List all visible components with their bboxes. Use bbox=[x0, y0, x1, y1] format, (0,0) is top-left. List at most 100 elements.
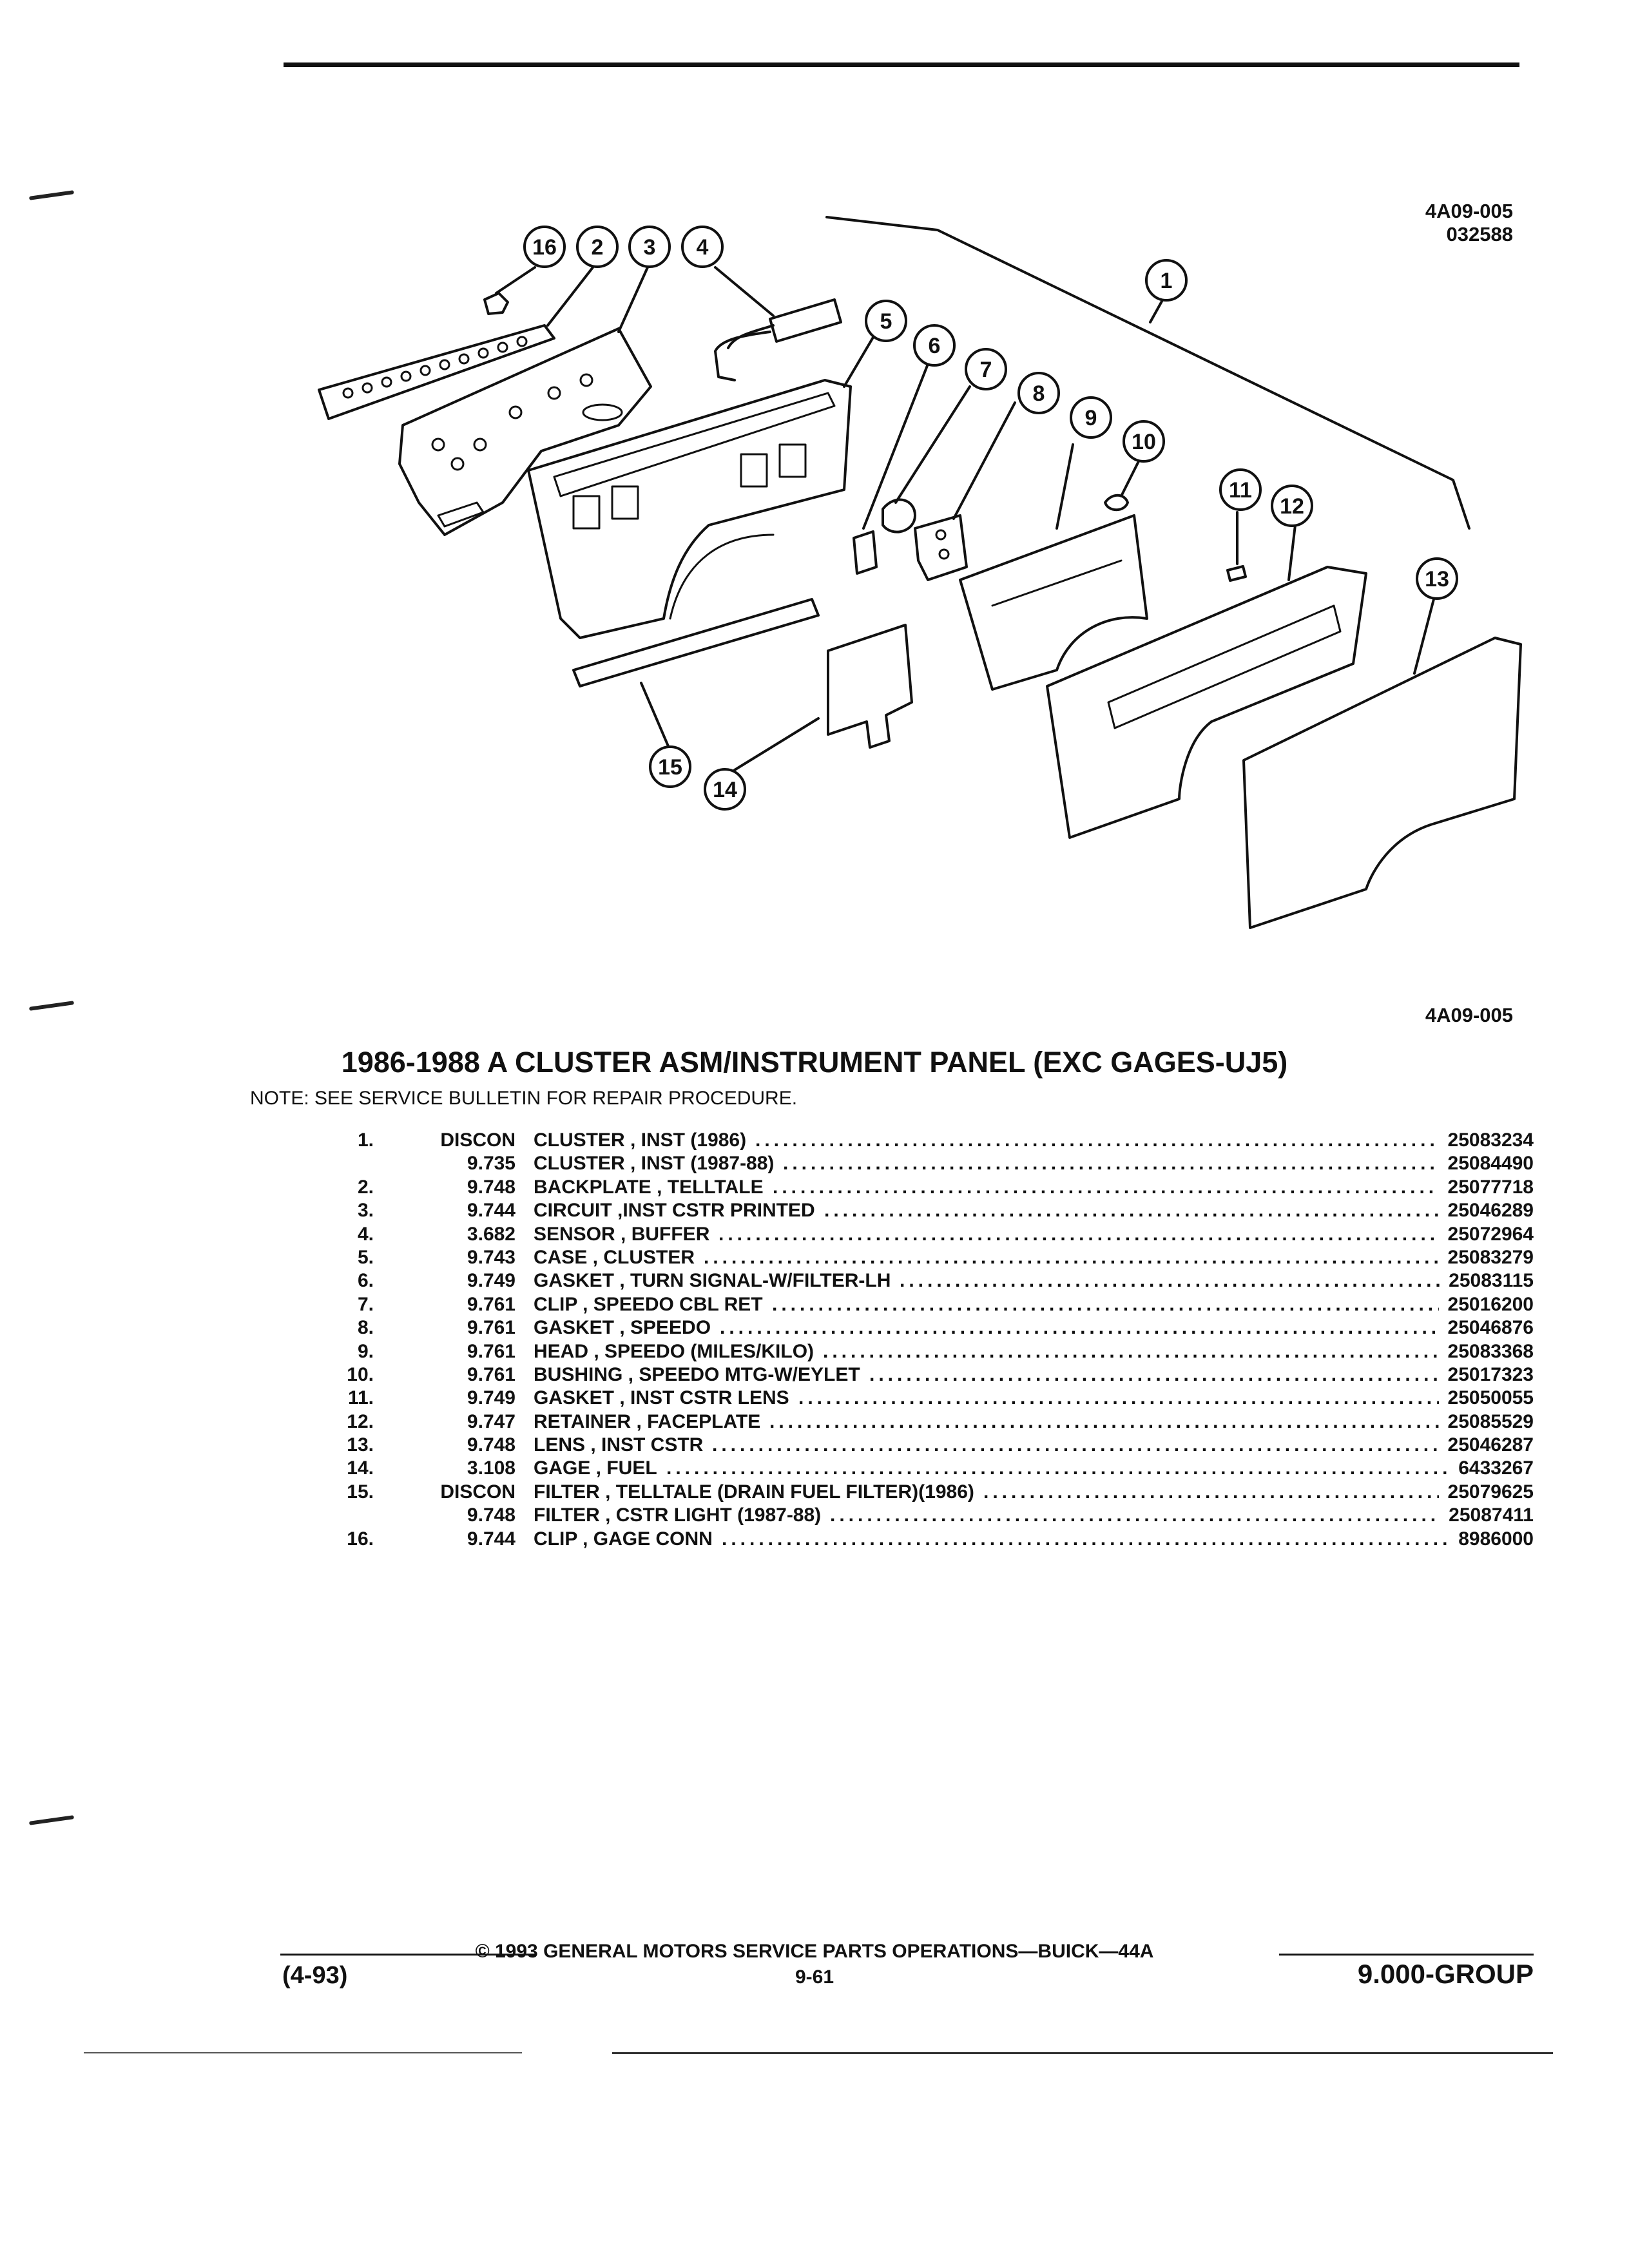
callout-8 bbox=[1017, 372, 1060, 414]
figure-ref-code: 4A09-005 bbox=[1425, 200, 1513, 222]
callout-3-label: 3 bbox=[644, 235, 656, 260]
part-group-code: 9.761 bbox=[467, 1317, 516, 1339]
callout-6-label: 6 bbox=[929, 334, 941, 358]
callout-13-label: 13 bbox=[1425, 567, 1449, 591]
part-number: 25077718 bbox=[1447, 1176, 1534, 1198]
part-description: BACKPLATE , TELLTALE bbox=[534, 1176, 764, 1198]
parts-row: 8. 9.761 GASKET , SPEEDO..................… bbox=[290, 1316, 1534, 1340]
part-number-index: 1. bbox=[357, 1129, 374, 1151]
part-description: CIRCUIT ,INST CSTR PRINTED bbox=[534, 1200, 815, 1222]
part-group-code: 9.735 bbox=[467, 1153, 516, 1175]
part-group-code: 9.743 bbox=[467, 1246, 516, 1268]
part-group-code: 9.761 bbox=[467, 1363, 516, 1385]
footer-page-number: 9-61 bbox=[795, 1966, 834, 1988]
callout-14-label: 14 bbox=[713, 778, 737, 802]
part-description: HEAD , SPEEDO (MILES/KILO) bbox=[534, 1340, 815, 1362]
callout-5-label: 5 bbox=[880, 309, 892, 334]
part-number-index: 14. bbox=[347, 1457, 374, 1479]
callout-9-label: 9 bbox=[1085, 406, 1097, 430]
part-description: FILTER , CSTR LIGHT (1987-88) bbox=[534, 1504, 822, 1526]
part-14-fuel-gage bbox=[827, 624, 913, 749]
part-description: LENS , INST CSTR bbox=[534, 1434, 704, 1456]
part-number: 25083279 bbox=[1447, 1246, 1534, 1268]
part-number: 25083115 bbox=[1449, 1270, 1534, 1292]
callout-4-label: 4 bbox=[697, 235, 709, 260]
top-rule bbox=[284, 62, 1519, 67]
part-4-sensor bbox=[769, 298, 842, 343]
part-group-code: 9.761 bbox=[467, 1340, 516, 1362]
part-number: 25050055 bbox=[1447, 1387, 1534, 1409]
repair-note: NOTE: SEE SERVICE BULLETIN FOR REPAIR PR… bbox=[250, 1088, 798, 1109]
exploded-parts-diagram: 16 2 3 4 1 5 6 7 8 9 10 11 12 13 15 14 bbox=[318, 216, 1522, 929]
part-group-code: 9.748 bbox=[467, 1176, 516, 1198]
part-number-index: 12. bbox=[347, 1410, 374, 1432]
dot-leader: ........................................… bbox=[823, 1340, 1439, 1362]
callout-5 bbox=[865, 300, 907, 342]
dot-leader: ........................................… bbox=[830, 1504, 1440, 1526]
figure-ref-top: 4A09-005 032588 bbox=[1425, 200, 1513, 246]
dot-leader: ........................................… bbox=[712, 1434, 1439, 1456]
callout-12 bbox=[1271, 485, 1313, 527]
callout-12-label: 12 bbox=[1280, 494, 1304, 519]
part-number-index: 6. bbox=[357, 1270, 374, 1292]
part-13-lens bbox=[1242, 637, 1522, 929]
part-number: 25016200 bbox=[1447, 1293, 1534, 1315]
dot-leader: ........................................… bbox=[720, 1317, 1439, 1339]
part-number-index: 11. bbox=[347, 1387, 374, 1409]
dot-leader: ........................................… bbox=[755, 1129, 1439, 1151]
part-description: RETAINER , FACEPLATE bbox=[534, 1410, 761, 1432]
dot-leader: ........................................… bbox=[769, 1410, 1439, 1432]
part-number-index: 4. bbox=[357, 1223, 374, 1245]
part-group-code: 9.748 bbox=[467, 1504, 516, 1526]
part-number-index: 3. bbox=[357, 1200, 374, 1222]
callout-2 bbox=[576, 226, 619, 268]
part-number: 25079625 bbox=[1447, 1481, 1534, 1503]
callout-4 bbox=[681, 226, 724, 268]
part-group-code: 9.744 bbox=[467, 1528, 516, 1550]
part-number: 25083368 bbox=[1447, 1340, 1534, 1362]
part-number-index: 10. bbox=[347, 1363, 374, 1385]
dot-leader: ........................................… bbox=[718, 1223, 1439, 1245]
part-description: CLUSTER , INST (1987-88) bbox=[534, 1153, 775, 1175]
part-group-code: DISCON bbox=[440, 1129, 516, 1151]
callout-6 bbox=[913, 324, 956, 367]
figure-ref-bottom: 4A09-005 bbox=[1425, 1004, 1513, 1027]
part-2-backplate bbox=[318, 324, 555, 420]
callout-1-label: 1 bbox=[1161, 269, 1173, 293]
part-group-code: 3.108 bbox=[467, 1457, 516, 1479]
dot-leader: ........................................… bbox=[666, 1457, 1449, 1479]
dot-leader: ........................................… bbox=[900, 1270, 1440, 1292]
callout-7 bbox=[965, 348, 1007, 390]
part-description: CLUSTER , INST (1986) bbox=[534, 1129, 747, 1151]
part-number: 25084490 bbox=[1447, 1153, 1534, 1175]
bottom-rule-right bbox=[612, 2052, 1553, 2054]
dot-leader: ........................................… bbox=[798, 1387, 1439, 1409]
part-number-index: 2. bbox=[357, 1176, 374, 1198]
part-group-code: 9.747 bbox=[467, 1410, 516, 1432]
callout-16 bbox=[523, 226, 566, 268]
dot-leader: ........................................… bbox=[869, 1363, 1439, 1385]
part-number: 25017323 bbox=[1447, 1363, 1534, 1385]
part-description: GASKET , SPEEDO bbox=[534, 1317, 711, 1339]
part-9-speedo-head bbox=[959, 514, 1148, 691]
parts-row: 9.748 FILTER , CSTR LIGHT (1987-88)......… bbox=[290, 1504, 1534, 1527]
part-number-index: 13. bbox=[347, 1434, 374, 1456]
figure-ref-date: 032588 bbox=[1446, 223, 1513, 245]
parts-list: 1. DISCON CLUSTER , INST (1986)...........… bbox=[290, 1129, 1534, 1551]
part-number-index: 8. bbox=[357, 1317, 374, 1339]
part-group-code: 3.682 bbox=[467, 1223, 516, 1245]
part-number: 25046287 bbox=[1447, 1434, 1534, 1456]
parts-row: 1. DISCON CLUSTER , INST (1986)...........… bbox=[290, 1129, 1534, 1152]
part-description: CLIP , SPEEDO CBL RET bbox=[534, 1293, 763, 1315]
